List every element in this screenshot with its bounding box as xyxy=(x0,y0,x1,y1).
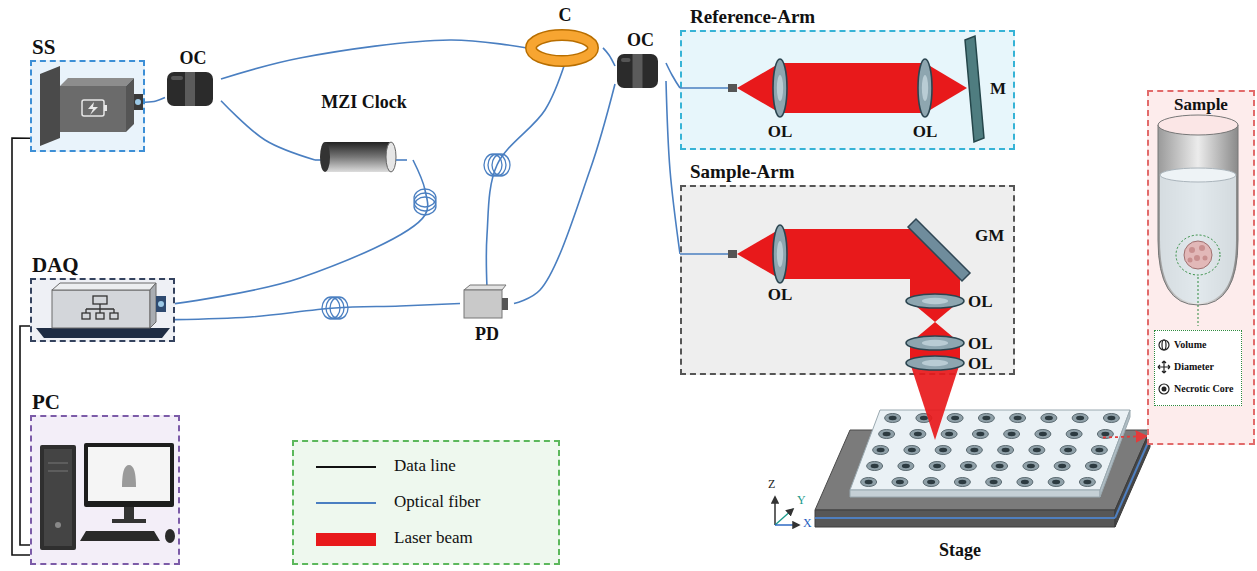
optical-fiber xyxy=(221,40,527,79)
axis-label: Z xyxy=(768,478,775,492)
axis-label: Y xyxy=(797,494,806,508)
optical-fiber xyxy=(514,84,615,304)
axis-label: X xyxy=(803,517,812,531)
legend-line-sample xyxy=(314,490,378,516)
part-label: M xyxy=(990,79,1006,99)
component-illustration xyxy=(30,60,145,152)
sample-arm-panel: Sample-Arm xyxy=(680,185,1015,375)
component-illustration xyxy=(680,30,1015,150)
component-label: DAQ xyxy=(32,253,79,277)
daq-panel: DAQ xyxy=(30,278,175,342)
component-illustration xyxy=(30,278,175,342)
computer-panel: PC xyxy=(30,415,180,565)
part-label: OL xyxy=(968,354,993,374)
sample-leader xyxy=(1103,436,1147,437)
legend-text: Optical fiber xyxy=(394,492,480,512)
legend-panel: Data lineOptical fiberLaser beam xyxy=(292,440,560,565)
coupler: OC xyxy=(615,30,666,90)
optical-fiber xyxy=(666,63,680,88)
component-label: PD xyxy=(460,324,514,345)
legend-swatch xyxy=(316,533,376,546)
metric-label: Necrotic Core xyxy=(1174,383,1233,395)
optical-fiber xyxy=(221,101,315,160)
source-panel: SS xyxy=(30,60,145,152)
coupler: OC xyxy=(165,48,221,110)
legend-row: Laser beam xyxy=(294,526,558,552)
legend-row: Optical fiber xyxy=(294,490,558,516)
optical-fiber xyxy=(145,98,165,103)
legend-text: Laser beam xyxy=(394,528,473,548)
component-label: PC xyxy=(32,390,60,414)
part-label: OL xyxy=(968,334,993,354)
component-label: OC xyxy=(165,48,221,69)
legend-text: Data line xyxy=(394,456,456,476)
component-label: SS xyxy=(32,35,55,59)
circulator: C xyxy=(527,5,603,63)
optical-fiber xyxy=(175,304,460,320)
data-line xyxy=(20,326,30,545)
metric-label: Diameter xyxy=(1174,361,1214,373)
part-label: OL xyxy=(768,122,793,142)
component-illustration xyxy=(680,185,1015,375)
component-label: MZI Clock xyxy=(315,92,413,113)
part-label: OL xyxy=(968,292,993,312)
sample-panel: SampleVolumeDiameterNecrotic Core xyxy=(1147,90,1255,445)
component-label: OC xyxy=(615,30,666,51)
component-label: Sample-Arm xyxy=(690,161,794,183)
part-label: OL xyxy=(913,122,938,142)
optical-fiber xyxy=(175,160,428,304)
metric-label: Volume xyxy=(1174,339,1206,351)
metrics-box: VolumeDiameterNecrotic Core xyxy=(1154,330,1242,406)
data-line xyxy=(12,138,30,555)
part-label: OL xyxy=(768,285,793,305)
clock-module: MZI Clock xyxy=(315,92,413,177)
stage-node: Stage xyxy=(817,400,1103,563)
optical-fiber xyxy=(486,63,565,288)
component-label: C xyxy=(527,5,603,26)
part-label: GM xyxy=(975,226,1004,246)
legend-row: Data line xyxy=(294,454,558,480)
component-illustration xyxy=(30,415,180,565)
component-label: Stage xyxy=(817,540,1103,561)
component-label: Sample xyxy=(1149,95,1253,115)
reference-arm-panel: Reference-Arm xyxy=(680,30,1015,150)
legend-line-sample xyxy=(314,454,378,480)
optical-fiber xyxy=(603,48,615,66)
component-label: Reference-Arm xyxy=(690,6,815,28)
photodetector: PD xyxy=(460,288,514,350)
optical-fiber xyxy=(666,81,680,254)
